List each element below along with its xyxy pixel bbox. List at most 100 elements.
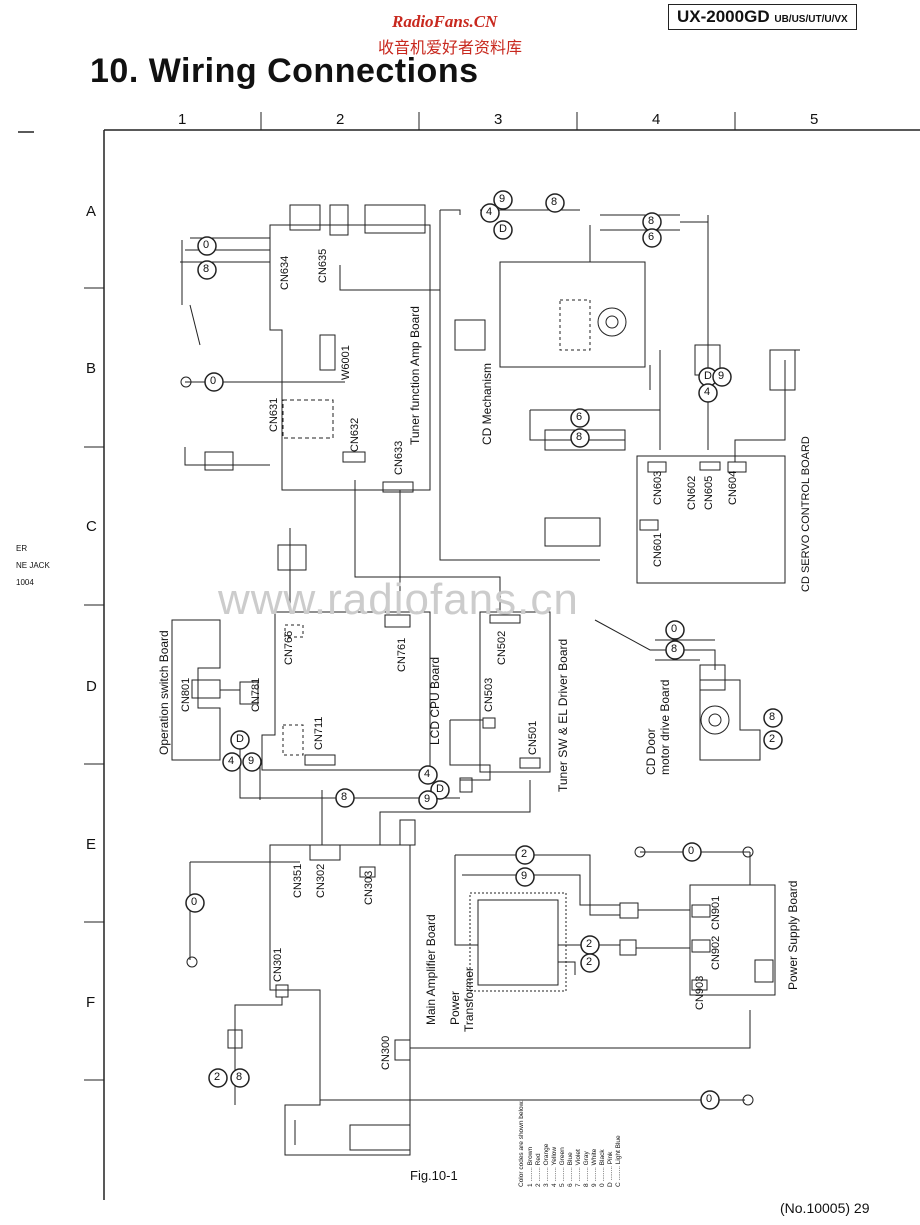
connector-cn300: CN300 <box>380 1035 392 1070</box>
wire-code-label: 8 <box>341 791 348 803</box>
connector-cn781: CN781 <box>250 677 262 712</box>
wire-code-label: 9 <box>248 755 255 767</box>
connector-cn801: CN801 <box>180 677 192 712</box>
connector-cn711: CN711 <box>313 716 325 750</box>
model-name: UX-2000GD <box>677 7 770 26</box>
connector-cn903: CN903 <box>694 975 706 1010</box>
watermark-chinese: 收音机爱好者资料库 <box>378 38 523 57</box>
column-5: 5 <box>810 111 819 128</box>
legend-heading: Color codes are shown below. <box>518 1100 525 1187</box>
connector-cn761: CN761 <box>396 637 408 672</box>
wire-code-label: 2 <box>214 1071 221 1083</box>
connector-w6001: W6001 <box>340 345 352 380</box>
connector-cn901: CN901 <box>710 895 722 930</box>
wire-code-label: 0 <box>210 375 217 387</box>
power-transformer-outline <box>477 899 559 986</box>
power-supply-outline <box>689 884 776 996</box>
connector-cn601: CN601 <box>652 532 664 567</box>
label-tuner-amp-board: Tuner function Amp Board <box>408 306 422 445</box>
wire-code-label: D <box>236 733 244 745</box>
legend-item: 3 ........ Orange <box>543 1143 550 1187</box>
label-tuner-sw-el: Tuner SW & EL Driver Board <box>556 638 570 792</box>
wire-code-label: 9 <box>718 370 725 382</box>
row-e: E <box>86 836 97 853</box>
legend-item: 0 ........ Black <box>599 1149 606 1187</box>
cd-door-outline <box>699 679 761 761</box>
wire-code-label: D <box>436 783 444 795</box>
row-b: B <box>86 360 97 377</box>
site-watermark: www.radiofans.cn <box>218 575 579 624</box>
wire-code-label: D <box>499 223 507 235</box>
label-lcd-cpu: LCD CPU Board <box>428 656 442 745</box>
row-d: D <box>86 678 97 695</box>
row-c: C <box>86 518 97 535</box>
legend-item: 4 ........ Yellow <box>551 1146 558 1187</box>
connector-cn635: CN635 <box>317 248 329 283</box>
connector-cn602: CN602 <box>686 475 698 510</box>
wire-code-label: 8 <box>236 1071 243 1083</box>
figure-caption: Fig.10-1 <box>410 1168 458 1183</box>
wire-code-label: 0 <box>191 896 198 908</box>
legend-item: 8 ........ Gray <box>583 1151 590 1187</box>
model-suffix: UB/US/UT/U/VX <box>774 14 848 25</box>
column-3: 3 <box>494 111 503 128</box>
fragment-line: ER <box>16 544 28 553</box>
connector-cn303: CN303 <box>363 870 375 905</box>
wire-code-label: 9 <box>521 870 528 882</box>
wire-code-label: 8 <box>576 431 583 443</box>
wire-code-label: 0 <box>671 623 678 635</box>
connector-cn634: CN634 <box>279 255 291 290</box>
label-cd-door-2: motor drive Board <box>658 679 672 775</box>
wire-code-label: 6 <box>576 411 583 423</box>
wire-code-label: 8 <box>671 643 678 655</box>
wire-code-label: 0 <box>706 1093 713 1105</box>
label-power-transformer-2: Transformer <box>462 967 476 1032</box>
column-4: 4 <box>652 111 661 128</box>
wire-code-label: 6 <box>648 231 655 243</box>
page-title: 10. Wiring Connections <box>90 52 479 90</box>
label-cd-servo-board: CD SERVO CONTROL BOARD <box>800 436 812 592</box>
wire-code-label: 0 <box>688 845 695 857</box>
connector-cn503: CN503 <box>483 677 495 712</box>
connector-cn501: CN501 <box>527 720 539 755</box>
main-amp-board-outline <box>269 844 411 1156</box>
connector-cn502: CN502 <box>496 630 508 665</box>
wire-code-label: 8 <box>769 711 776 723</box>
wire-code-label: 9 <box>424 793 431 805</box>
wire-code-label: 0 <box>203 239 210 251</box>
operation-switch-outline <box>171 619 221 761</box>
page-number: (No.10005) 29 <box>780 1200 870 1216</box>
wire-code-label: 2 <box>586 938 593 950</box>
tuner-amp-board-outline <box>269 224 431 491</box>
legend-item: 7 ........ Violet <box>575 1149 582 1187</box>
color-code-legend: Color codes are shown below. 1 ........ … <box>518 1092 628 1187</box>
wire-code-label: D <box>704 370 712 382</box>
row-f: F <box>86 994 96 1011</box>
wire-code-label: 2 <box>521 848 528 860</box>
legend-item: C ........ Light Blue <box>615 1135 622 1187</box>
label-power-supply: Power Supply Board <box>786 880 800 990</box>
connector-cn605: CN605 <box>703 475 715 510</box>
label-operation-switch: Operation switch Board <box>157 630 171 755</box>
cd-mechanism-outline <box>499 261 646 368</box>
wire-code-label: 2 <box>769 733 776 745</box>
wire-code-label: 9 <box>499 193 506 205</box>
label-cd-mechanism: CD Mechanism <box>480 362 494 445</box>
wire-code-label: 2 <box>586 956 593 968</box>
connector-cn301: CN301 <box>272 947 284 982</box>
label-power-transformer-1: Power <box>448 990 462 1025</box>
wire-code-label: 8 <box>648 215 655 227</box>
cropped-label-fragment: ER NE JACK 1004 <box>16 540 50 591</box>
fragment-line: NE JACK <box>16 561 50 570</box>
connector-cn302: CN302 <box>315 863 327 898</box>
connector-cn766: CN766 <box>283 630 295 665</box>
wire-code-label: 4 <box>704 386 711 398</box>
connector-cn604: CN604 <box>727 470 739 505</box>
wire-code-label: 4 <box>424 768 431 780</box>
connector-cn902: CN902 <box>710 935 722 970</box>
column-1: 1 <box>178 111 187 128</box>
wire-code-circle <box>197 236 217 256</box>
connector-cn631: CN631 <box>268 397 280 432</box>
legend-item: 9 ........ White <box>591 1148 598 1187</box>
